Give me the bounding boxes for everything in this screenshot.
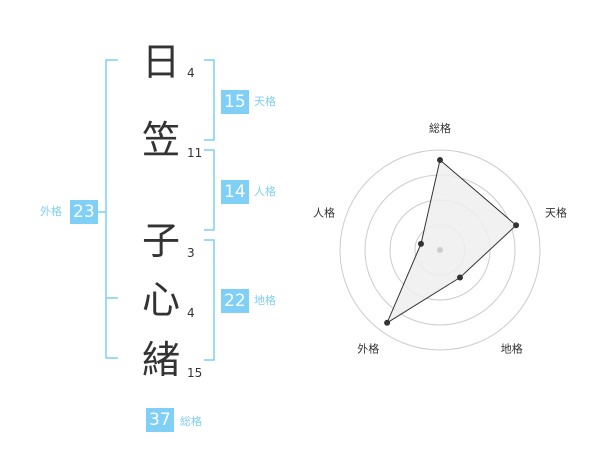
stroke-count-2: 11 — [187, 146, 203, 160]
chikaku-badge: 22 — [221, 289, 249, 313]
jinkaku-badge: 14 — [221, 180, 249, 204]
tenkaku-label: 天格 — [254, 95, 276, 108]
stroke-count-4: 4 — [187, 306, 195, 320]
radar-point-5 — [417, 240, 424, 247]
radar-point-4 — [384, 319, 391, 326]
radar-shape — [386, 159, 517, 325]
gaikaku-bracket — [105, 59, 118, 359]
radar-point-3 — [456, 274, 463, 281]
radar-axis-label-4: 外格 — [357, 342, 379, 356]
radar-axis-label-2: 天格 — [545, 205, 567, 219]
soukaku-label: 総格 — [180, 415, 202, 428]
radar-axis-label-3: 地格 — [501, 342, 523, 356]
radar-point-2 — [513, 222, 520, 229]
stroke-count-1: 4 — [187, 66, 195, 80]
gaikaku-label: 外格 — [40, 205, 62, 218]
radar-axis-label-1: 総格 — [429, 121, 451, 135]
radar-ring-4 — [339, 149, 541, 351]
soukaku-badge: 37 — [146, 408, 174, 432]
name-char-2: 笠 — [141, 118, 180, 162]
bracket-lines — [96, 59, 215, 361]
name-char-4: 心 — [141, 278, 180, 322]
name-char-5: 緒 — [141, 338, 180, 382]
tenkaku-badge: 15 — [221, 90, 249, 114]
name-char-1: 日 — [141, 40, 180, 84]
chikaku-bracket — [204, 239, 215, 361]
radar-point-1 — [437, 157, 443, 163]
radar-center-dot — [437, 247, 443, 253]
tenkaku-bracket — [204, 59, 215, 141]
jinkaku-label: 人格 — [254, 185, 276, 198]
stroke-count-3: 3 — [187, 246, 195, 260]
jinkaku-bracket — [204, 149, 215, 231]
stroke-count-5: 15 — [187, 366, 203, 380]
name-char-3: 子 — [141, 219, 180, 263]
gaikaku-badge: 23 — [70, 200, 98, 224]
radar-axis-label-5: 人格 — [313, 205, 335, 219]
chikaku-label: 地格 — [254, 294, 276, 307]
